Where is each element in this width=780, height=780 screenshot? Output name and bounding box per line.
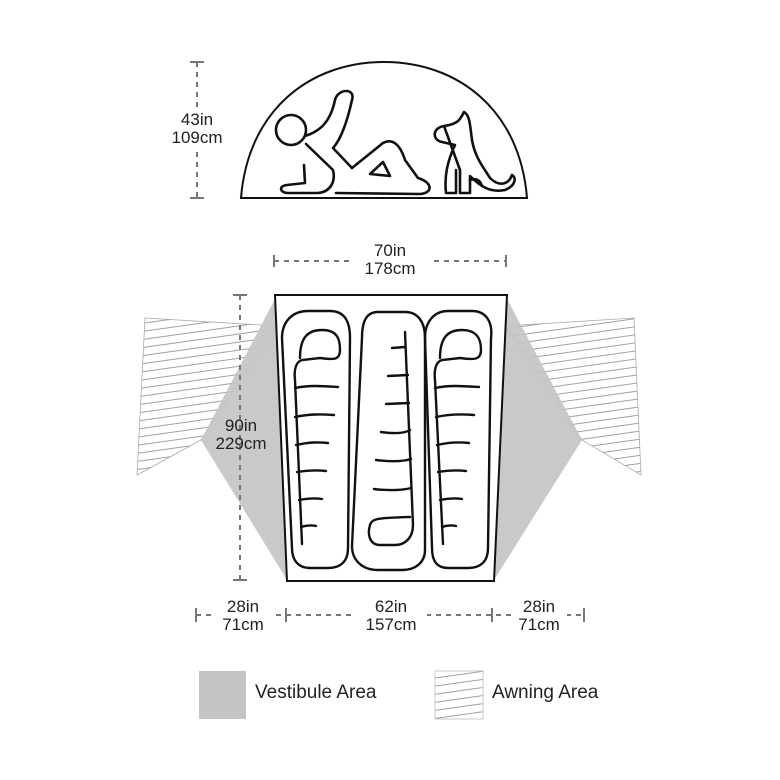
vestibule-right-cm: 71cm <box>518 615 560 634</box>
sleeping-bag-left <box>280 309 352 570</box>
height-label: 43in 109cm <box>162 111 232 147</box>
legend-awning-label: Awning Area <box>492 682 599 703</box>
width-bottom-label: 62in 157cm <box>355 598 427 634</box>
width-bottom-in: 62in <box>374 597 408 616</box>
tent-dome-outline <box>239 60 529 199</box>
vestibule-area-left <box>201 297 287 580</box>
width-top-label: 70in 178cm <box>350 242 430 278</box>
legend-vestibule-swatch <box>199 671 246 719</box>
legend-vestibule-label: Vestibule Area <box>255 682 377 703</box>
width-top-cm: 178cm <box>364 259 416 278</box>
tent-floor-outline <box>273 294 509 582</box>
vestibule-right-label: 28in 71cm <box>511 598 567 634</box>
legend-awning-swatch <box>434 670 484 720</box>
length-label: 90in 229cm <box>205 417 277 453</box>
height-in: 43in <box>180 110 214 129</box>
width-bottom-cm: 157cm <box>365 615 417 634</box>
side-view <box>190 60 529 199</box>
width-top-in: 70in <box>373 241 407 260</box>
sleeping-bag-middle <box>350 310 427 572</box>
person-reclining-icon <box>274 89 431 196</box>
sleeping-bag-right <box>423 309 493 570</box>
floor-plan <box>136 255 642 622</box>
width-top-dimension-line <box>273 255 507 267</box>
vestibule-area-right <box>494 297 582 580</box>
vestibule-left-label: 28in 71cm <box>215 598 271 634</box>
vestibule-left-in: 28in <box>226 597 260 616</box>
height-dimension-line <box>190 61 204 199</box>
height-cm: 109cm <box>171 128 223 147</box>
dog-sitting-icon <box>433 110 516 195</box>
length-in: 90in <box>224 416 258 435</box>
vestibule-left-cm: 71cm <box>222 615 264 634</box>
vestibule-right-in: 28in <box>522 597 556 616</box>
length-dimension-line <box>233 294 247 581</box>
length-cm: 229cm <box>215 434 267 453</box>
